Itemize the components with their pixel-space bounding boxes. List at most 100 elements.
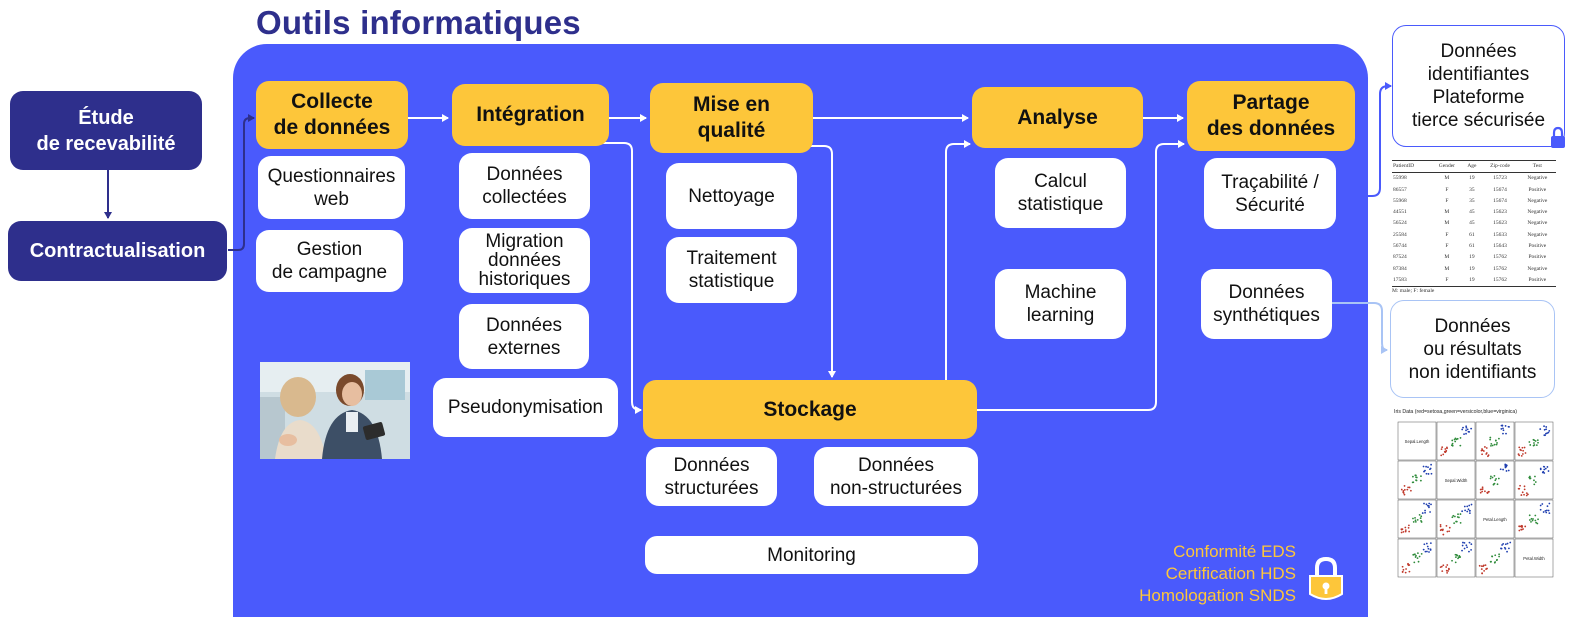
scatter-point [1518,446,1521,449]
scatter-point [1480,568,1483,570]
lock-icon [1309,556,1343,600]
item-questionnaires: Questionnaires web [258,156,405,219]
item-traitement-statistique: Traitement statistique [666,237,797,303]
scatter-point [1520,528,1523,531]
scatter-point [1402,568,1405,571]
scatter-point [1485,447,1488,449]
scatter-point [1522,528,1524,530]
scatter-point [1533,483,1536,486]
scatter-point [1524,452,1527,454]
scatter-point [1487,454,1490,457]
scatter-point [1483,569,1486,572]
scatter-point [1493,443,1496,446]
scatter-point [1523,485,1526,488]
table-cell: 45 [1469,209,1475,216]
scatter-point [1492,483,1495,486]
scatter-point [1427,466,1429,469]
scatter-point [1499,468,1502,471]
scatter-point [1440,565,1443,568]
scatter-point [1458,516,1460,519]
scatter-point [1481,490,1484,493]
scatter-point [1490,475,1492,478]
scatter-point [1521,491,1524,494]
scatter-point [1529,477,1532,480]
scatter-point [1445,524,1448,527]
scatter-point [1408,486,1411,489]
scatter-point [1504,463,1507,466]
table-header: Age [1467,163,1477,169]
table-header: Zip-code [1490,163,1510,169]
scatter-point [1468,512,1471,515]
output-non-identifying: Données ou résultats non identifiants [1390,300,1555,398]
scatter-point [1498,555,1501,558]
table-cell: M [1444,254,1450,261]
item-donnees-collectees: Données collectées [459,153,590,219]
scatter-point [1451,442,1454,445]
scatter-point [1534,519,1537,522]
scatter-point [1467,508,1470,511]
study-box: Étude de recevabilité [10,91,202,170]
scatter-point [1528,441,1531,443]
table-cell: 87384 [1393,265,1407,272]
scatter-point [1502,468,1504,471]
scatter-point [1461,428,1464,431]
scatter-point [1404,530,1407,533]
scatter-point [1535,444,1538,446]
scatter-point [1416,518,1419,521]
scatter-point [1428,506,1430,509]
scatter-variable-label: Petal.Length [1483,517,1507,522]
scatter-point [1547,470,1550,472]
scatter-point [1439,524,1442,526]
scatter-point [1463,547,1466,550]
scatter-point [1416,557,1419,560]
scatter-point [1447,570,1449,572]
scatter-point [1548,502,1551,505]
scatter-point [1424,550,1427,553]
scatter-point [1478,564,1481,567]
scatter-point [1531,519,1534,522]
scatter-point [1470,503,1473,506]
scatter-variable-label: Sepal.Width [1445,478,1468,483]
stage-qualite: Mise en qualité [650,83,813,153]
scatter-point [1413,561,1416,564]
scatter-point [1466,428,1469,431]
scatter-point [1412,521,1415,523]
scatter-point [1439,525,1442,528]
scatter-point [1521,453,1524,455]
scatter-point [1468,504,1471,507]
scatter-point [1451,516,1454,519]
scatter-point [1545,426,1548,428]
scatter-point [1465,544,1468,547]
scatter-point [1408,570,1411,573]
scatter-point [1517,487,1520,490]
scatter-point [1440,454,1443,457]
scatter-point [1455,438,1458,441]
scatter-panel [1436,421,1476,461]
scatter-point [1451,559,1453,562]
scatter-point [1403,493,1406,496]
table-cell: M [1444,209,1450,216]
compliance-snds: Homologation SNDS [1139,586,1296,605]
scatter-point [1468,550,1470,553]
scatter-point [1454,556,1457,559]
scatter-point [1414,516,1416,519]
scatter-point [1466,510,1469,513]
stage-integration: Intégration [452,84,609,146]
scatter-point [1415,476,1417,479]
scatter-point [1481,488,1484,490]
scatter-point [1544,509,1547,512]
scatter-point [1465,432,1467,435]
scatter-panel [1397,499,1437,539]
scatter-point [1423,543,1426,546]
item-migration: Migration données historiques [459,228,590,293]
scatter-point [1534,475,1536,478]
scatter-point [1543,425,1545,428]
scatter-point [1528,519,1531,521]
scatter-point [1407,562,1409,565]
table-header: PatientID [1393,163,1415,169]
scatter-point [1496,483,1499,486]
scatter-point [1405,568,1407,570]
scatter-point [1417,560,1420,563]
